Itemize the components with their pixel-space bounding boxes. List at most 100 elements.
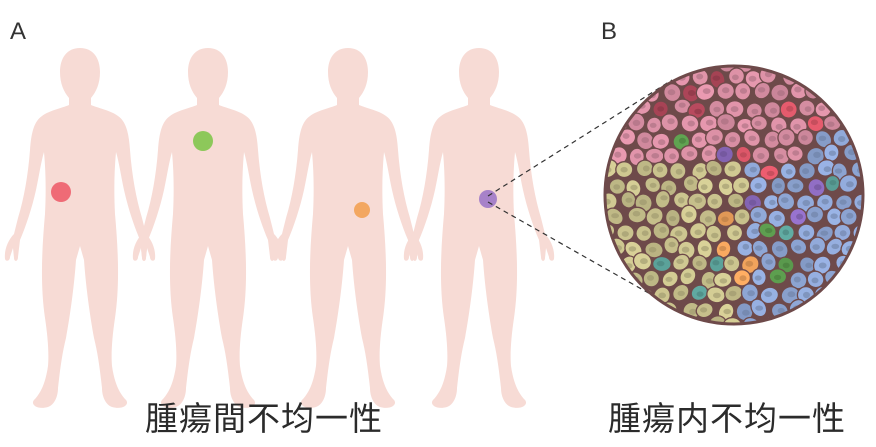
tumor-cell-nucleus	[812, 244, 819, 250]
tumor-cell-nucleus	[811, 212, 818, 218]
tumor-cell-nucleus	[811, 120, 818, 126]
tumor-cell-nucleus	[634, 153, 641, 158]
tumor-cell-nucleus	[732, 75, 739, 81]
tumor-cell-nucleus	[705, 150, 713, 156]
tumor-cell-nucleus	[705, 58, 713, 64]
tumor-cell-nucleus	[824, 166, 831, 172]
tumor-cell-nucleus	[776, 124, 783, 130]
tumor-cell-nucleus	[769, 200, 776, 205]
tumor-cell-nucleus	[601, 230, 609, 235]
tumor-cell-nucleus	[649, 247, 657, 253]
tumor-cell-nucleus	[749, 76, 757, 82]
tumor-cell-nucleus	[776, 154, 783, 159]
tumor-cell-nucleus	[633, 211, 641, 217]
tumor-cell-nucleus	[706, 278, 714, 284]
tumor-cell-nucleus	[701, 246, 709, 251]
tumor-cell-nucleus	[658, 293, 666, 299]
tumor-cell-nucleus	[846, 181, 854, 187]
tumor-cell-nucleus	[678, 291, 685, 296]
tumor-cell-nucleus	[822, 199, 829, 205]
caption-inter-tumor-heterogeneity: 腫瘍間不均一性	[145, 402, 383, 435]
tumor-cell-nucleus	[669, 153, 676, 159]
tumor-cell-nucleus	[701, 184, 708, 190]
tumor-cell-nucleus	[633, 120, 641, 126]
tumor-cell-nucleus	[743, 244, 750, 250]
tumor-cell-nucleus	[812, 278, 819, 284]
tumor-cell-nucleus	[754, 212, 761, 218]
tumor-cell-nucleus	[696, 167, 704, 172]
tumor-cell-nucleus	[818, 105, 825, 111]
tumor-cell-nucleus	[621, 167, 628, 173]
tumor-cell-nucleus	[864, 215, 871, 221]
tumor-cell-nucleus	[802, 168, 809, 174]
tumor-cell-nucleus	[625, 198, 632, 203]
tumor-cell-nucleus	[729, 137, 736, 143]
tumor-cell-nucleus	[728, 166, 736, 172]
tumor-cell-nucleus	[679, 138, 686, 144]
tumor-cell-nucleus	[786, 169, 793, 175]
tumor-cell-nucleus	[758, 87, 765, 92]
tumor-cell-nucleus	[712, 135, 720, 141]
tumor-cell-nucleus	[651, 213, 659, 219]
tumor-cell-nucleus	[676, 169, 683, 175]
tumor-cell-nucleus	[713, 107, 720, 113]
tumor-cross-section	[590, 50, 876, 337]
tumor-cell-nucleus	[695, 230, 702, 236]
person-2-tumor	[193, 131, 213, 151]
tumor-cell-nucleus	[838, 136, 845, 142]
tumor-cell-nucleus	[657, 261, 665, 266]
person-1-tumor	[51, 182, 71, 202]
person-4-silhouette	[404, 48, 554, 408]
tumor-cell-nucleus	[794, 87, 801, 93]
tumor-cell-nucleus	[703, 88, 711, 94]
tumor-cell-nucleus	[595, 213, 602, 219]
tumor-cell-nucleus	[750, 167, 757, 173]
tumor-cell-nucleus	[688, 121, 695, 127]
tumor-cell-nucleus	[643, 166, 650, 172]
tumor-cell-nucleus	[794, 245, 801, 250]
tumor-cell-nucleus	[757, 153, 764, 159]
tumor-cell-nucleus	[801, 135, 808, 141]
tumor-cell-nucleus	[740, 275, 747, 281]
tumor-cell-nucleus	[747, 290, 755, 296]
tumor-cell-nucleus	[629, 246, 637, 251]
tumor-cell-nucleus	[827, 122, 834, 127]
tumor-cell-nucleus	[729, 291, 737, 297]
tumor-cell-nucleus	[711, 233, 718, 239]
tumor-cell-nucleus	[685, 212, 693, 218]
tumor-cell-nucleus	[696, 74, 703, 80]
tumor-cell-nucleus	[781, 197, 789, 203]
tumor-cell-nucleus	[694, 109, 702, 115]
tumor-cell-nucleus	[660, 195, 667, 200]
tumor-cell-nucleus	[756, 57, 763, 63]
person-3-tumor	[354, 202, 370, 218]
tumor-cell-nucleus	[740, 152, 747, 157]
tumor-cell-nucleus	[687, 151, 694, 157]
tumor-cell-nucleus	[719, 246, 726, 251]
tumor-cell-nucleus	[669, 242, 676, 247]
tumor-cell-nucleus	[803, 292, 810, 298]
tumor-cell-nucleus	[665, 277, 672, 282]
tumor-cell-nucleus	[684, 273, 692, 278]
tumor-cell-nucleus	[720, 151, 727, 157]
tumor-cell-nucleus	[751, 229, 759, 234]
tumor-cell-nucleus	[695, 136, 702, 142]
tumor-cell-nucleus	[742, 310, 750, 316]
tumor-cell-nucleus	[611, 213, 619, 218]
tumor-cell-nucleus	[777, 90, 785, 96]
tumor-cell-nucleus	[657, 106, 664, 111]
tumor-cell-nucleus	[796, 214, 803, 220]
tumor-cell-nucleus	[679, 103, 686, 108]
tumor-cell-nucleus	[689, 309, 696, 315]
tumor-cell-nucleus	[840, 199, 847, 204]
tumor-cell-nucleus	[803, 231, 810, 237]
tumor-cell-nucleus	[739, 213, 746, 219]
tumor-cell-nucleus	[786, 106, 793, 112]
tumor-cell-nucleus	[774, 275, 781, 280]
tumor-cell-nucleus	[639, 199, 647, 205]
tumor-cell-nucleus	[803, 77, 811, 82]
tumor-cell-nucleus	[650, 183, 657, 188]
tumor-cell-nucleus	[695, 197, 703, 203]
